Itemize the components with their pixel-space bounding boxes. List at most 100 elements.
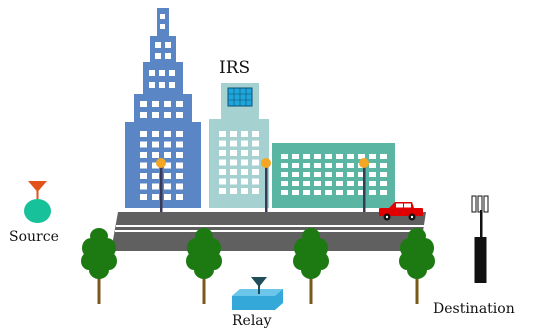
window [160,24,165,29]
window [164,101,171,107]
window [369,154,376,159]
window [152,101,159,107]
window [292,181,299,186]
window [176,194,183,200]
window [152,194,159,200]
window [152,152,159,158]
window [176,152,183,158]
window [358,190,365,195]
window [230,140,237,147]
low-building-windows [281,154,387,195]
window [152,131,159,137]
window [219,178,226,185]
window [303,154,310,159]
window [176,101,183,107]
window [164,194,171,200]
window [358,154,365,159]
window [149,82,155,88]
window [219,150,226,156]
car [379,202,423,221]
window [347,154,354,159]
window [369,172,376,177]
destination-tower [471,195,489,283]
window [140,131,147,137]
window [140,152,147,158]
window [325,190,332,195]
window [314,181,321,186]
window [241,178,248,185]
window [176,183,183,190]
window [252,188,259,194]
window [176,112,183,118]
window [230,188,237,194]
window [369,181,376,186]
window [369,163,376,168]
window [230,159,237,166]
window [149,70,155,76]
window [155,53,161,59]
window [325,163,332,168]
window [252,140,259,147]
irs-panel [227,87,253,107]
window [292,190,299,195]
window [241,188,248,194]
window [380,163,387,168]
window [292,172,299,177]
window [164,173,171,179]
window [281,181,288,186]
street-lamp [261,158,271,213]
window [219,159,226,166]
window [230,131,237,137]
tree [293,228,329,304]
window [241,169,248,175]
window [281,154,288,159]
window [169,82,175,88]
window [140,141,147,148]
window [155,42,161,48]
tree [399,228,435,304]
skyscraper [125,8,201,208]
window [140,194,147,200]
low-building [272,143,395,208]
window [325,181,332,186]
destination-label: Destination [433,301,515,317]
window [219,169,226,175]
window [241,140,248,147]
window [347,172,354,177]
window [336,163,343,168]
window [292,163,299,168]
window [164,183,171,190]
window [152,183,159,190]
window [169,70,175,76]
window [380,172,387,177]
window [165,42,171,48]
window [314,172,321,177]
window [336,154,343,159]
window [219,131,226,137]
window [380,190,387,195]
relay-node [232,277,283,310]
window [164,131,171,137]
window [336,190,343,195]
window [303,190,310,195]
window [380,154,387,159]
street-lamp [359,158,369,213]
source-label: Source [9,229,59,245]
window [152,173,159,179]
window [358,172,365,177]
irs-label: IRS [219,58,251,78]
window [176,141,183,148]
window [140,173,147,179]
relay-label: Relay [232,313,272,329]
window [336,181,343,186]
window [164,112,171,118]
window [140,183,147,190]
window [176,162,183,169]
window [292,154,299,159]
window [347,181,354,186]
window [369,190,376,195]
window [176,173,183,179]
skyscraper-windows [140,14,183,200]
window [303,181,310,186]
window [230,178,237,185]
